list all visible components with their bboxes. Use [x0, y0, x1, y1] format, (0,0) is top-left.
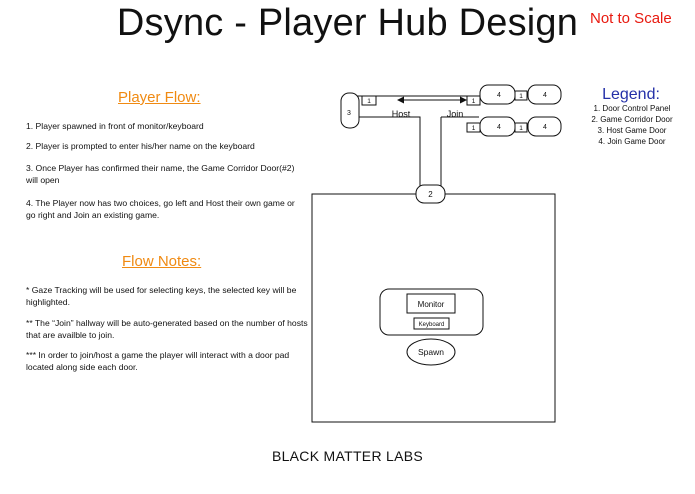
game-corridor-door-number: 2 — [428, 190, 433, 199]
monitor-label: Monitor — [418, 300, 445, 309]
legend-item-host-game-door: 3. Host Game Door — [597, 126, 667, 135]
door-control-panel-join-right-upper-number: 1 — [519, 93, 523, 100]
host-label: Host — [392, 109, 411, 119]
keyboard-label: Keyboard — [419, 322, 445, 328]
join-game-door-1 — [479, 84, 516, 105]
join-game-door-4 — [527, 116, 562, 137]
flow-step-1: 1. Player spawned in front of monitor/ke… — [26, 121, 204, 131]
legend-title: Legend: — [602, 86, 660, 103]
monitor — [406, 293, 456, 314]
spawn-point — [406, 338, 456, 366]
door-control-panel-join-lower-number: 1 — [472, 125, 476, 132]
legend-item-join-game-door: 4. Join Game Door — [598, 137, 666, 146]
join-game-door-4-number: 4 — [543, 124, 547, 131]
host-game-door-number: 3 — [347, 110, 351, 117]
join-game-door-3-number: 4 — [497, 124, 501, 131]
flow-step-4: 4. The Player now has two choices, go le… — [26, 198, 295, 220]
door-control-panel-host — [361, 95, 377, 106]
join-game-door-2 — [527, 84, 562, 105]
player-flow-heading: Player Flow: — [118, 89, 201, 106]
door-control-panel-join-right-lower-number: 1 — [519, 125, 523, 132]
not-to-scale-note: Not to Scale — [590, 10, 672, 27]
flow-notes-heading: Flow Notes: — [122, 253, 202, 270]
flow-note-3: *** In order to join/host a game the pla… — [26, 350, 290, 372]
door-control-panel-join — [466, 95, 481, 106]
flow-step-2: 2. Player is prompted to enter his/her n… — [26, 141, 255, 151]
game-corridor-door — [415, 184, 446, 204]
flow-step-3: 3. Once Player has confirmed their name,… — [26, 163, 295, 185]
join-game-door-1-number: 4 — [497, 92, 501, 99]
flow-note-2: ** The “Join” hallway will be auto-gener… — [26, 318, 308, 340]
legend-item-door-control-panel: 1. Door Control Panel — [593, 104, 671, 113]
corridor-outline — [356, 95, 479, 186]
keyboard — [413, 317, 450, 330]
footer-brand: BLACK MATTER LABS — [271, 448, 424, 464]
page-title: Dsync - Player Hub Design — [116, 2, 579, 44]
join-label: Join — [447, 109, 464, 119]
door-control-panel-join-number: 1 — [472, 98, 476, 105]
flow-note-1: * Gaze Tracking will be used for selecti… — [26, 285, 297, 307]
join-game-door-3 — [479, 116, 516, 137]
join-game-door-2-number: 4 — [543, 92, 547, 99]
host-game-door — [340, 92, 360, 129]
legend-item-game-corridor-door: 2. Game Corridor Door — [591, 115, 673, 124]
door-control-panel-host-number: 1 — [367, 98, 371, 105]
spawn-label: Spawn — [418, 347, 444, 357]
